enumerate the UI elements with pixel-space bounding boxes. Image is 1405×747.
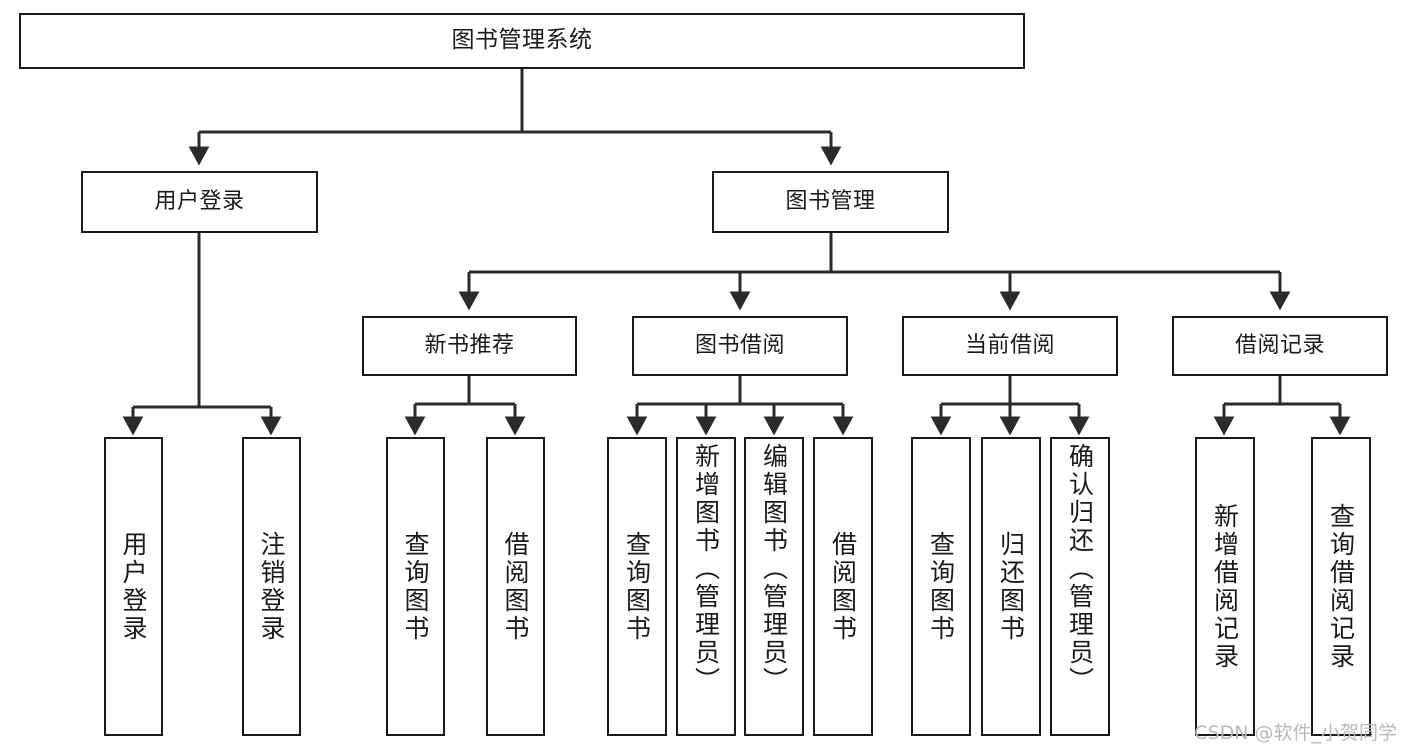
leaf-label: 查询图书	[622, 530, 652, 643]
csdn-watermark: CSDN @软件_小贺同学	[1194, 722, 1397, 744]
leaf-user-login[interactable]: 用户登录	[104, 437, 163, 736]
leaf-label: 新增借阅记录	[1210, 502, 1240, 671]
node-label: 图书借阅	[694, 333, 785, 359]
node-current-borrow[interactable]: 当前借阅	[902, 316, 1118, 376]
node-root-system[interactable]: 图书管理系统	[19, 13, 1025, 69]
node-user-login[interactable]: 用户登录	[81, 171, 318, 233]
leaf-query-borrow-record[interactable]: 查询借阅记录	[1311, 437, 1371, 736]
node-label: 图书管理系统	[451, 27, 593, 54]
node-label: 图书管理	[785, 189, 876, 215]
leaf-query-book-2[interactable]: 查询图书	[607, 437, 667, 736]
leaf-label: 归还图书	[996, 530, 1026, 643]
node-label: 借阅记录	[1234, 333, 1325, 359]
node-new-book-recommend[interactable]: 新书推荐	[362, 316, 577, 376]
node-label: 用户登录	[154, 189, 245, 215]
node-book-manage[interactable]: 图书管理	[712, 171, 949, 233]
leaf-label: 查询图书	[926, 530, 956, 643]
node-book-borrow[interactable]: 图书借阅	[632, 316, 848, 376]
leaf-user-logout[interactable]: 注销登录	[242, 437, 301, 736]
leaf-confirm-return[interactable]: 确认归还（管理员）	[1050, 437, 1110, 736]
leaf-edit-book[interactable]: 编辑图书（管理员）	[744, 437, 804, 736]
node-borrow-record[interactable]: 借阅记录	[1172, 316, 1388, 376]
leaf-label: 查询图书	[401, 530, 430, 643]
leaf-label: 新增图书（管理员）	[691, 443, 721, 695]
node-label: 当前借阅	[964, 333, 1055, 359]
leaf-borrow-book-1[interactable]: 借阅图书	[486, 437, 545, 736]
leaf-label: 编辑图书（管理员）	[759, 443, 789, 695]
leaf-label: 注销登录	[257, 530, 286, 643]
leaf-add-book[interactable]: 新增图书（管理员）	[676, 437, 736, 736]
leaf-label: 用户登录	[119, 530, 148, 643]
leaf-return-book[interactable]: 归还图书	[981, 437, 1041, 736]
leaf-borrow-book-2[interactable]: 借阅图书	[813, 437, 873, 736]
leaf-add-borrow-record[interactable]: 新增借阅记录	[1195, 437, 1255, 736]
leaf-label: 查询借阅记录	[1326, 502, 1356, 671]
leaf-query-book-1[interactable]: 查询图书	[386, 437, 445, 736]
leaf-label: 借阅图书	[828, 530, 858, 643]
leaf-label: 借阅图书	[501, 530, 530, 643]
node-label: 新书推荐	[424, 333, 515, 359]
leaf-label: 确认归还（管理员）	[1065, 443, 1095, 695]
leaf-query-book-3[interactable]: 查询图书	[911, 437, 971, 736]
